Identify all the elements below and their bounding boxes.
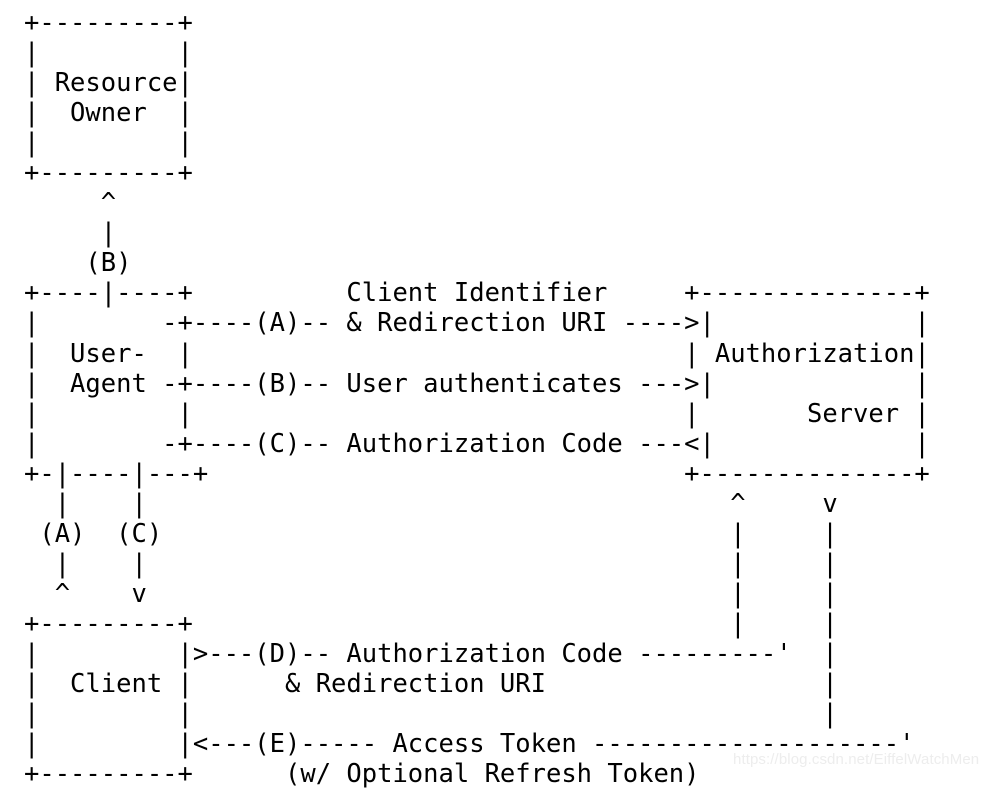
watermark-url: https://blog.csdn.net/EiffelWatchMen	[733, 751, 980, 768]
oauth-authorization-code-flow-ascii-diagram: +---------+ | | | Resource| | Owner | | …	[24, 8, 930, 789]
